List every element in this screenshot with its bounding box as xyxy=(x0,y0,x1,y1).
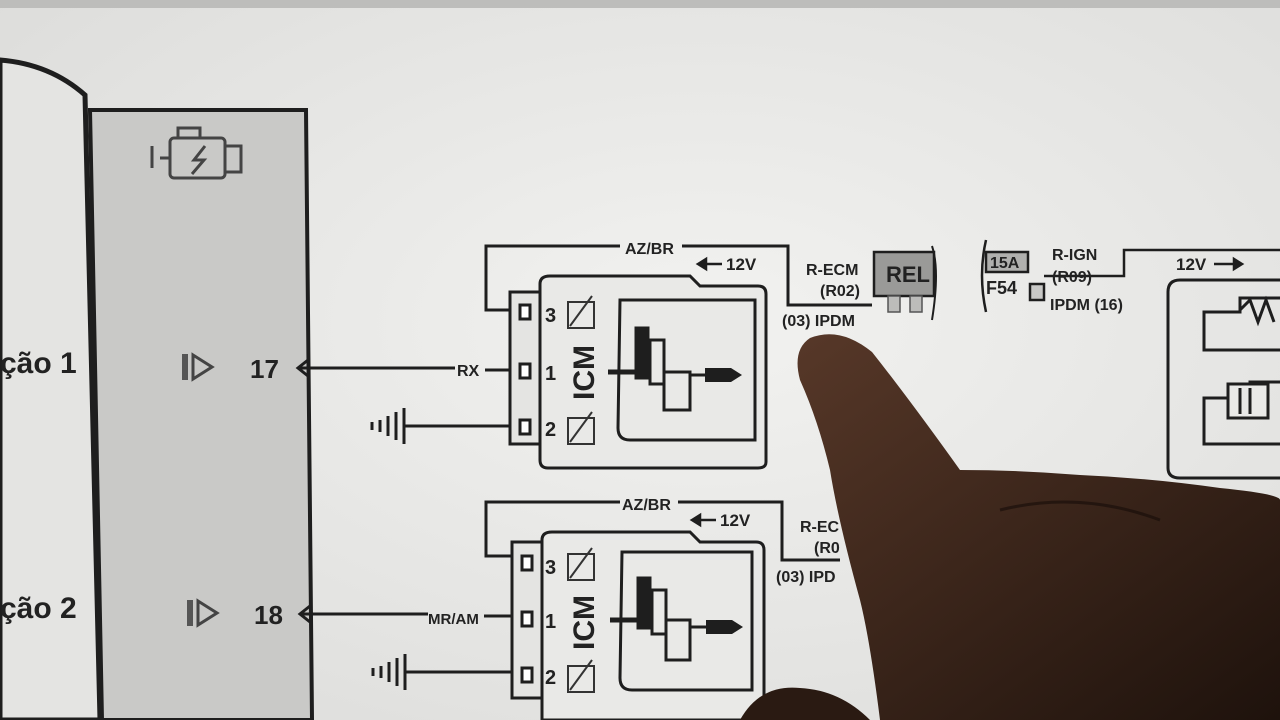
ignition-circuit-1 xyxy=(300,244,872,470)
icm1-pin-markers xyxy=(567,295,595,445)
engine-icon xyxy=(150,126,243,180)
fuse-voltage-arrow xyxy=(1214,256,1245,272)
icm2-pin-3: 3 xyxy=(545,557,556,579)
ignition-coil-icon xyxy=(610,576,692,662)
icm2-feed-line1: R-EC xyxy=(800,519,840,536)
ignition-output-2-label: ção 2 xyxy=(0,592,77,625)
relay xyxy=(872,245,937,321)
icm1-feed-line1: R-ECM xyxy=(806,262,858,279)
output-arrow-icon xyxy=(182,352,215,382)
icm1-pin-2: 2 xyxy=(545,419,556,441)
fuse-voltage-label: 12V xyxy=(1176,255,1207,274)
spark-plug-icon xyxy=(690,620,743,634)
icm1-signal-wire-label: RX xyxy=(457,363,480,380)
ecm-module xyxy=(87,108,315,720)
right-partial-module xyxy=(1166,278,1280,480)
icm2-voltage-arrow xyxy=(689,512,716,528)
screen-top-bezel xyxy=(0,0,1280,8)
icm2-feed-line2: (R0 xyxy=(814,540,840,557)
icm2-feed-source: (03) IPD xyxy=(776,569,836,586)
icm2-pin-2: 2 xyxy=(545,667,556,689)
ecm-pin-17: 17 xyxy=(250,354,279,384)
icm1-pin-3: 3 xyxy=(545,305,556,327)
icm1-feed-line2: (R02) xyxy=(820,283,860,300)
fuse-feed-line2: (R09) xyxy=(1052,269,1092,286)
icm1-top-wire-label: AZ/BR xyxy=(625,241,674,258)
icm1-voltage-arrow xyxy=(695,256,722,272)
icm2-voltage-label: 12V xyxy=(720,511,751,530)
pointing-hand xyxy=(740,334,1280,720)
icm2-label: ICM xyxy=(568,595,601,650)
fuse-id: F54 xyxy=(986,278,1017,298)
icm2-pin-markers xyxy=(567,547,595,693)
left-connector-block xyxy=(0,57,103,720)
spark-plug-icon xyxy=(690,368,742,382)
ecm-connector-18 xyxy=(297,604,311,624)
fuse xyxy=(980,239,1280,313)
icm2-signal-wire-label: MR/AM xyxy=(428,611,479,628)
fuse-feed-source: IPDM (16) xyxy=(1050,297,1123,314)
icm1-feed-source: (03) IPDM xyxy=(782,313,855,330)
ignition-coil-icon xyxy=(608,326,692,412)
icm2-pin-1: 1 xyxy=(545,611,556,633)
ecm-pin-18: 18 xyxy=(254,600,283,630)
icm2-top-wire-label: AZ/BR xyxy=(622,497,671,514)
fuse-rating: 15A xyxy=(990,255,1020,272)
icm1-pin-1: 1 xyxy=(545,363,556,385)
ecm-connector-17 xyxy=(295,358,309,378)
ground-icon xyxy=(371,654,407,690)
icm1-label: ICM xyxy=(568,345,601,400)
ignition-output-1-label: ção 1 xyxy=(0,347,77,380)
output-arrow-icon xyxy=(187,598,220,628)
ground-icon xyxy=(370,408,406,444)
fuse-feed-line1: R-IGN xyxy=(1052,247,1097,264)
relay-label: REL xyxy=(886,262,930,287)
icm1-voltage-label: 12V xyxy=(726,255,757,274)
